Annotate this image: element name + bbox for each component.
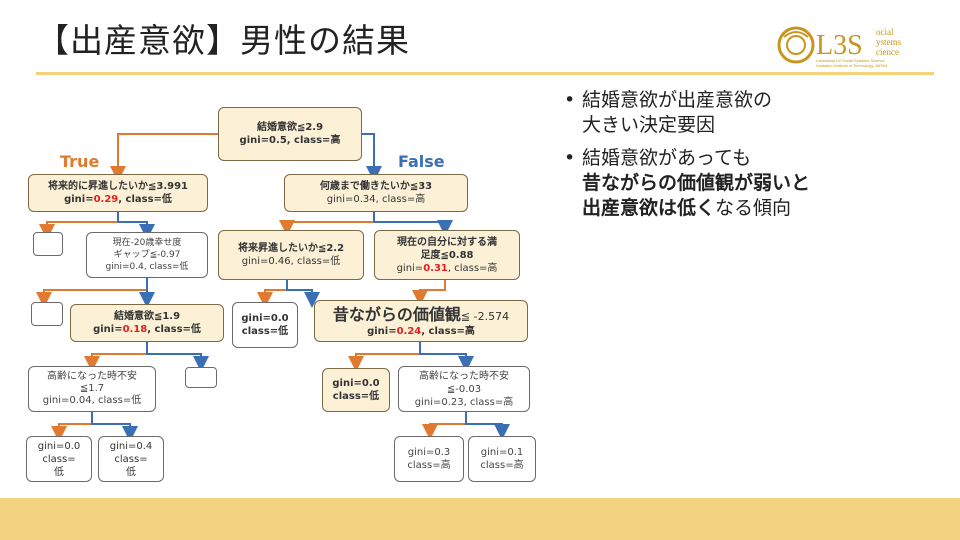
svg-text:cience: cience	[876, 47, 899, 57]
tree-node-l5b: gini=0.4 class= 低	[98, 436, 164, 482]
tree-node-r1: 何歳まで働きたいか≦33 gini=0.34, class=高	[284, 174, 468, 212]
bullet-item: • 結婚意欲が出産意欲の 大きい決定要因	[564, 89, 773, 136]
svg-text:ystems: ystems	[876, 37, 901, 47]
page-title: 【出産意欲】男性の結果	[36, 21, 410, 60]
tree-node-l3: 結婚意欲≦1.9 gini=0.18, class=低	[70, 304, 224, 342]
tree-node-r4b: 高齢になった時不安 ≦-0.03 gini=0.23, class=高	[398, 366, 530, 412]
tree-node-r4a: gini=0.0 class=低	[322, 368, 390, 412]
tree-node-r2a: 将来昇進したいか≦2.2 gini=0.46, class=低	[218, 230, 364, 280]
tree-node-r2b: 現在の自分に対する満 足度≦0.88 gini=0.31, class=高	[374, 230, 520, 280]
empty-leaf	[31, 302, 63, 326]
empty-leaf	[185, 367, 217, 388]
tree-node-l4: 高齢になった時不安 ≦1.7 gini=0.04, class=低	[28, 366, 156, 412]
logo-main: L3S	[816, 30, 863, 61]
footer-band	[0, 498, 960, 540]
l3s-logo: L3S ocial ystems cience Laboratory for S…	[777, 26, 901, 68]
svg-text:Hokkaido Institute of Technolo: Hokkaido Institute of Technology JAPAN	[816, 63, 887, 68]
false-label: False	[398, 152, 445, 171]
true-label: True	[60, 152, 100, 171]
tree-node-r3b: 昔ながらの価値観≦ -2.574 gini=0.24, class=高	[314, 300, 528, 342]
tree-node-root: 結婚意欲≦2.9 gini=0.5, class=高	[218, 107, 362, 161]
tree-node-l5a: gini=0.0 class= 低	[26, 436, 92, 482]
bullet-item: • 結婚意欲があっても 昔ながらの価値観が弱いと 出産意欲は低くなる傾向	[564, 147, 811, 219]
tree-node-l2: 現在-20歳幸せ度 ギャップ≦-0.97 gini=0.4, class=低	[86, 232, 208, 278]
tree-node-l1: 将来的に昇進したいか≦3.991 gini=0.29, class=低	[28, 174, 208, 212]
empty-leaf	[33, 232, 63, 256]
svg-text:ocial: ocial	[876, 27, 894, 37]
svg-text:Laboratory for Social Systems: Laboratory for Social Systems Science	[816, 58, 885, 63]
title-underline	[36, 72, 934, 75]
tree-node-r5a: gini=0.3 class=高	[394, 436, 464, 482]
bullet-list: • 結婚意欲が出産意欲の 大きい決定要因 • 結婚意欲があっても 昔ながらの価値…	[562, 88, 942, 229]
tree-node-r3a: gini=0.0 class=低	[232, 302, 298, 348]
tree-node-r5b: gini=0.1 class=高	[468, 436, 536, 482]
